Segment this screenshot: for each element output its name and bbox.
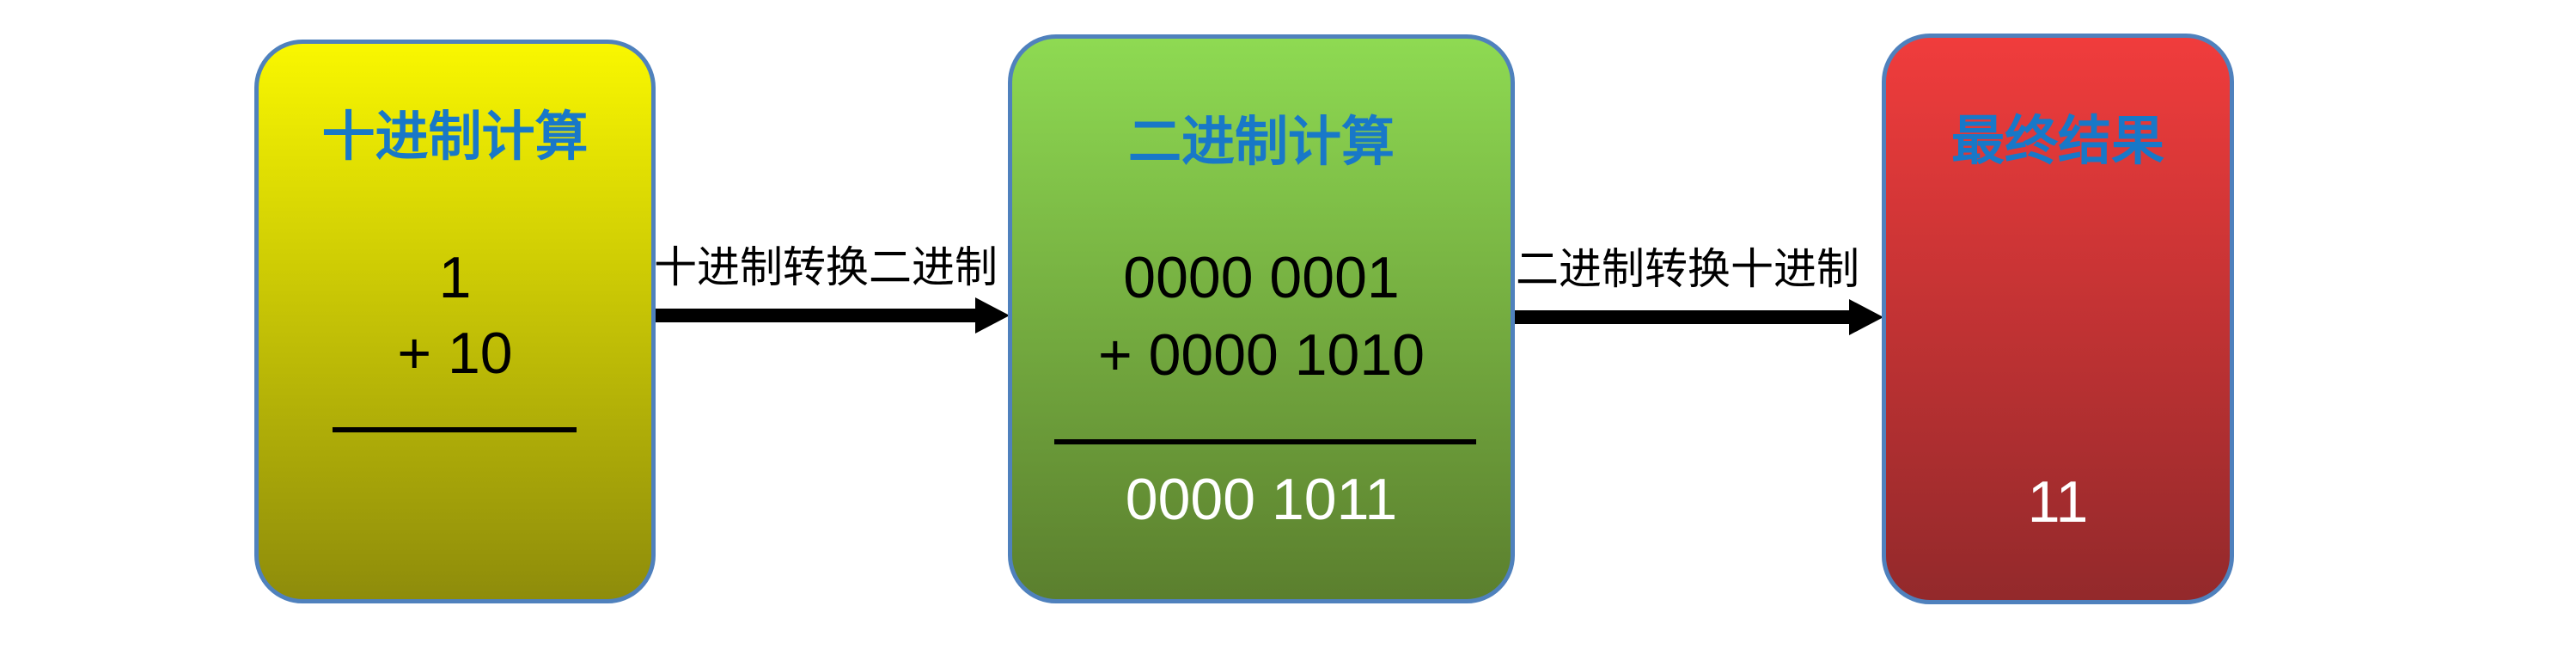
binary-to-decimal-arrow-label: 二进制转换十进制 bbox=[1516, 245, 1859, 293]
binary-operand-2: + 0000 1010 bbox=[1097, 322, 1425, 388]
binary-operand-1: 0000 0001 bbox=[1123, 245, 1400, 310]
binary-sum-value: 0000 1011 bbox=[1125, 467, 1398, 532]
binary-to-decimal-arrow-shaft bbox=[1515, 310, 1849, 324]
binary-calculation-box: 二进制计算 0000 0001 + 0000 1010 0000 1011 bbox=[1008, 34, 1515, 603]
decimal-box-title: 十进制计算 bbox=[321, 107, 589, 167]
result-box-title: 最终结果 bbox=[1950, 112, 2164, 171]
decimal-to-binary-arrow-shaft bbox=[656, 309, 978, 322]
binary-box-title: 二进制计算 bbox=[1127, 113, 1395, 172]
decimal-to-binary-arrow-label: 十进制转换二进制 bbox=[654, 243, 998, 291]
final-result-value: 11 bbox=[2027, 469, 2089, 535]
binary-sum-line bbox=[1054, 439, 1476, 444]
decimal-operand-2: + 10 bbox=[397, 321, 513, 386]
final-result-box: 最终结果 11 bbox=[1882, 34, 2234, 604]
arrow-right-icon bbox=[1849, 299, 1883, 335]
decimal-calculation-box: 十进制计算 1 + 10 bbox=[254, 40, 656, 603]
decimal-operand-1: 1 bbox=[438, 245, 472, 310]
arrow-right-icon bbox=[975, 297, 1010, 334]
decimal-sum-line bbox=[333, 427, 577, 432]
